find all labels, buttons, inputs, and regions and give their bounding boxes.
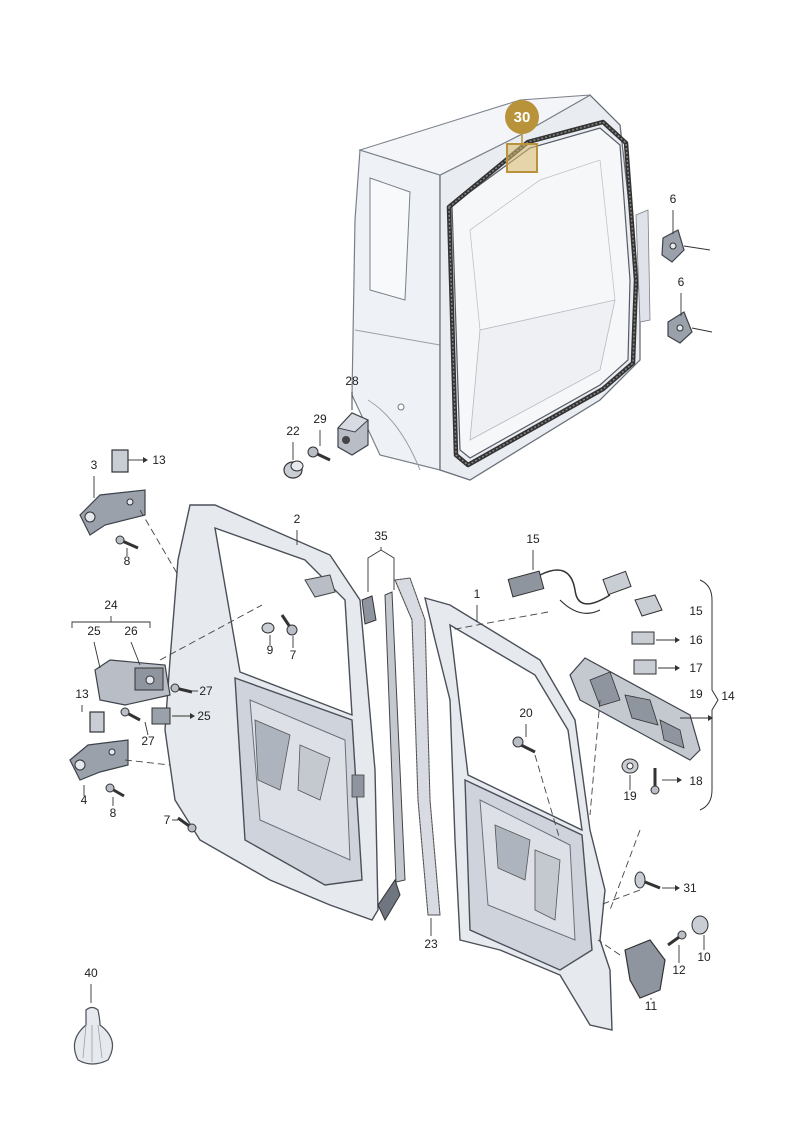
lock-unit-19 [569,657,713,761]
sealing-strip-23 [394,577,441,936]
shim-13-lower [81,705,105,733]
callout-4[interactable]: 4 [81,793,88,807]
washer-19 [621,758,639,790]
callout-15b[interactable]: 15 [689,604,703,618]
callout-23[interactable]: 23 [424,937,438,951]
callout-6a[interactable]: 6 [670,192,677,206]
screw-7-lower [172,816,197,833]
screw-18 [650,768,682,795]
left-door-2 [164,504,379,921]
callout-6b[interactable]: 6 [678,275,685,289]
callout-11[interactable]: 11 [645,999,658,1013]
callout-labels: 6 6 28 29 22 3 13 8 2 35 15 1 15 24 25 2… [75,192,735,1013]
striker-plate-lower [667,293,713,344]
striker-plate-upper [661,210,711,263]
callout-24[interactable]: 24 [104,598,118,612]
bracket-14 [699,579,719,811]
callout-12[interactable]: 12 [672,963,686,977]
highlight-badge-30[interactable]: 30 [505,100,539,173]
hinge-upper-3 [79,476,179,576]
callout-18[interactable]: 18 [689,774,703,788]
callout-27a[interactable]: 27 [199,684,213,698]
callout-15a[interactable]: 15 [526,532,540,546]
part-17 [633,659,680,675]
screw-29 [307,430,331,462]
callout-8b[interactable]: 8 [110,806,117,820]
washer-22 [283,442,304,479]
callout-35[interactable]: 35 [374,529,388,543]
callout-14[interactable]: 14 [721,689,735,703]
buffer-11 [624,939,666,1000]
callout-22[interactable]: 22 [286,424,300,438]
callout-7a[interactable]: 7 [290,648,297,662]
callout-27b[interactable]: 27 [141,734,155,748]
callout-8a[interactable]: 8 [124,554,131,568]
latch-part-15 [634,594,663,617]
callout-9[interactable]: 9 [267,643,274,657]
part-16 [631,631,680,645]
callout-25b[interactable]: 25 [197,709,211,723]
right-door-1 [424,597,613,1031]
assembly-dashes [449,611,641,956]
callout-13b[interactable]: 13 [75,687,89,701]
badge-number: 30 [514,109,531,126]
callout-10[interactable]: 10 [697,950,711,964]
door-check-assembly-24 [71,604,263,736]
callout-29[interactable]: 29 [313,412,327,426]
callout-3[interactable]: 3 [91,458,98,472]
callout-28[interactable]: 28 [345,374,359,388]
callout-7b[interactable]: 7 [164,813,171,827]
callout-31[interactable]: 31 [683,881,697,895]
callout-1[interactable]: 1 [474,587,481,601]
vehicle-rear-body [351,94,651,481]
screw-31 [634,871,680,891]
harness-15 [507,550,632,614]
callout-17[interactable]: 17 [689,661,703,675]
grease-pouch-40 [73,984,114,1065]
nut-10 [691,915,709,950]
sealing-strip-35 [361,547,406,922]
hinge-lower-4 [69,739,171,806]
screw-20 [512,724,536,754]
door-buffer-28 [337,392,369,456]
callout-19a[interactable]: 19 [689,687,703,701]
callout-2[interactable]: 2 [294,512,301,526]
shim-13-upper [111,449,148,473]
callout-25a[interactable]: 25 [87,624,101,638]
callout-20[interactable]: 20 [519,706,533,720]
callout-16[interactable]: 16 [689,633,703,647]
callout-19b[interactable]: 19 [623,789,637,803]
bolt-12 [667,930,687,963]
callout-26[interactable]: 26 [124,624,138,638]
callout-40[interactable]: 40 [84,966,98,980]
nut-9-screw-7 [261,614,298,648]
callout-13a[interactable]: 13 [152,453,166,467]
